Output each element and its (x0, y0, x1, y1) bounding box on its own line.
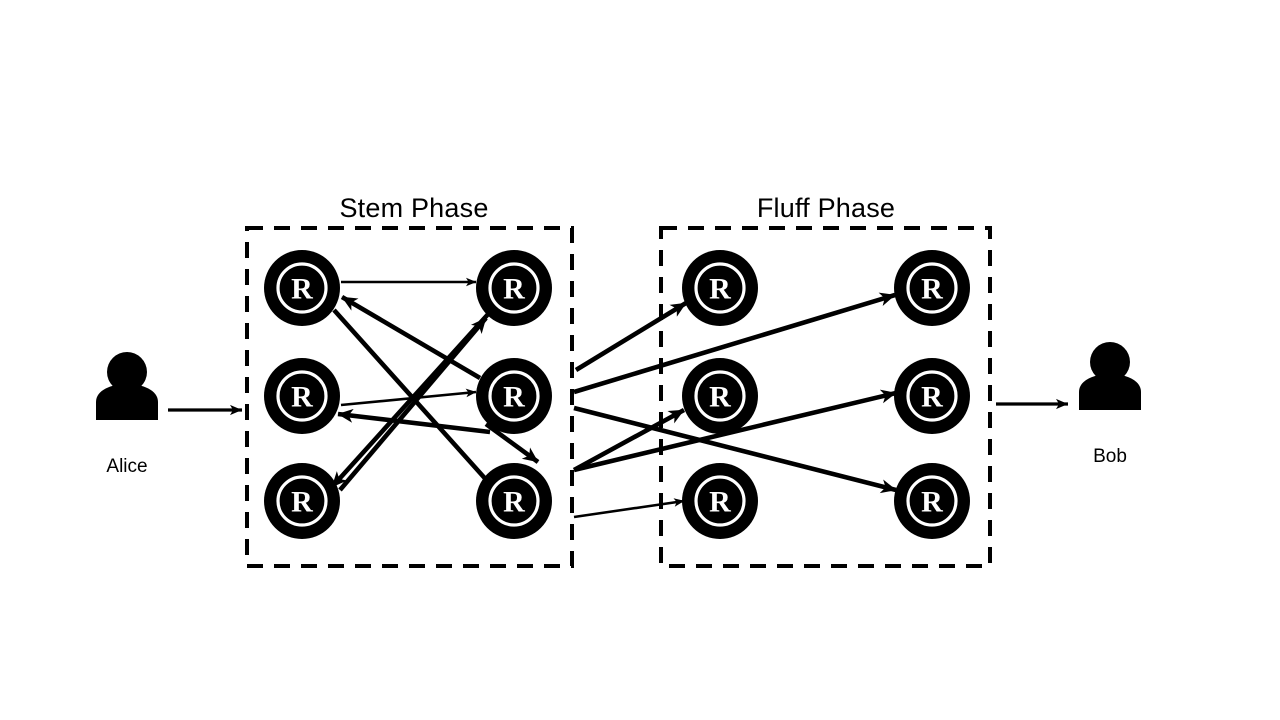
relay-node-label: R (921, 381, 943, 414)
edge-stem-R2-to-stem-L1 (340, 295, 482, 380)
edges-layer (330, 277, 897, 519)
relay-disc-icon (894, 250, 970, 326)
relay-node-stem-L1[interactable]: R (264, 250, 340, 326)
relay-disc-icon (264, 463, 340, 539)
relay-node-stem-R2[interactable]: R (476, 358, 552, 434)
relay-node-label: R (503, 486, 525, 519)
relay-node-stem-R3[interactable]: R (476, 463, 552, 539)
relay-node-fluff-L2[interactable]: R (682, 358, 758, 434)
relay-node-label: R (921, 486, 943, 519)
relay-disc-icon (476, 250, 552, 326)
relay-ring-icon (276, 370, 328, 422)
relay-nodes-layer: R R R R R R R R R R R R (264, 250, 970, 539)
person-head-icon (1090, 342, 1130, 382)
relay-node-fluff-R2[interactable]: R (894, 358, 970, 434)
phase-box-fluff (659, 226, 992, 568)
edge-stem-R1-to-stem-L3 (330, 310, 492, 489)
relay-node-label: R (709, 381, 731, 414)
relay-node-label: R (291, 273, 313, 306)
relay-ring-icon (694, 370, 746, 422)
relay-node-label: R (921, 273, 943, 306)
relay-disc-icon (894, 358, 970, 434)
relay-disc-icon (682, 358, 758, 434)
edge-stem-R2-to-stem-R3-area (484, 422, 540, 464)
relay-disc-icon (682, 463, 758, 539)
person-body-icon (1079, 374, 1141, 410)
relay-node-label: R (291, 486, 313, 519)
actor-label-alice: Alice (106, 456, 147, 477)
actor-alice[interactable]: Alice (96, 352, 158, 477)
relay-node-label: R (503, 381, 525, 414)
relay-node-fluff-R3[interactable]: R (894, 463, 970, 539)
person-head-icon (107, 352, 147, 392)
edge-stem-exit-2-to-fluff-R1 (573, 292, 896, 395)
relay-node-stem-R1[interactable]: R (476, 250, 552, 326)
relay-node-stem-L2[interactable]: R (264, 358, 340, 434)
relay-node-label: R (709, 486, 731, 519)
phase-title-stem: Stem Phase (339, 193, 488, 223)
edge-stem-exit-5-to-fluff-R2 (573, 389, 897, 473)
actor-label-bob: Bob (1093, 446, 1127, 467)
relay-ring-icon (694, 475, 746, 527)
relay-node-stem-L3[interactable]: R (264, 463, 340, 539)
relay-ring-icon (488, 262, 540, 314)
relay-ring-icon (906, 370, 958, 422)
relay-disc-icon (682, 250, 758, 326)
edge-stem-exit-3-to-fluff-R3 (573, 405, 897, 494)
edge-stem-exit-1-to-fluff-L1 (574, 301, 688, 372)
relay-disc-icon (476, 358, 552, 434)
phase-box-stem (245, 226, 574, 568)
edge-stem-exit-4-to-fluff-L2 (572, 407, 686, 473)
edge-stem-exit-6-to-fluff-L3 (573, 498, 685, 519)
relay-ring-icon (276, 475, 328, 527)
relay-node-fluff-R1[interactable]: R (894, 250, 970, 326)
edge-stem-L2-to-stem-R2 (340, 388, 477, 407)
actors-layer: Alice Bob (96, 342, 1141, 477)
relay-disc-icon (476, 463, 552, 539)
edge-stem-R2-to-stem-L2 (337, 408, 491, 435)
relay-node-fluff-L1[interactable]: R (682, 250, 758, 326)
relay-disc-icon (264, 358, 340, 434)
relay-ring-icon (276, 262, 328, 314)
relay-ring-icon (906, 262, 958, 314)
relay-node-label: R (709, 273, 731, 306)
relay-node-fluff-L3[interactable]: R (682, 463, 758, 539)
actor-bob[interactable]: Bob (1079, 342, 1141, 467)
relay-ring-icon (488, 475, 540, 527)
relay-ring-icon (694, 262, 746, 314)
relay-disc-icon (264, 250, 340, 326)
phase-title-fluff: Fluff Phase (757, 193, 895, 223)
phase-group-fluff: Fluff Phase (659, 193, 992, 568)
relay-node-label: R (503, 273, 525, 306)
relay-node-label: R (291, 381, 313, 414)
relay-disc-icon (894, 463, 970, 539)
phase-group-stem: Stem Phase (245, 193, 574, 568)
relay-ring-icon (906, 475, 958, 527)
relay-ring-icon (488, 370, 540, 422)
person-body-icon (96, 384, 158, 420)
